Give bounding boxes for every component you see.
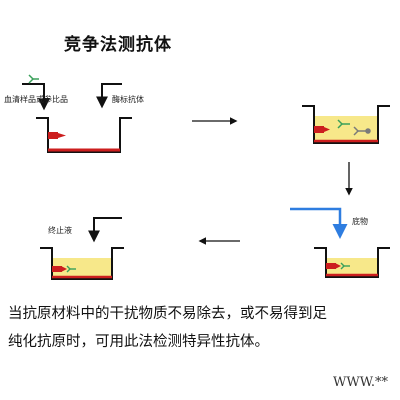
- caption-text: 当抗原材料中的干扰物质不易除去，或不易得到足 纯化抗原时，可用此法检测特异性抗体…: [8, 300, 400, 356]
- antibody-icon: [28, 74, 39, 84]
- antibody-icon: [340, 262, 350, 270]
- well-step1: [36, 117, 132, 153]
- arrow-substrate: [290, 207, 348, 239]
- arrow-stop-solution: [88, 217, 122, 243]
- label-enzyme-antibody: 酶标抗体: [112, 95, 144, 104]
- diagram-title: 竞争法测抗体: [64, 35, 172, 55]
- label-stop-solution: 终止液: [48, 226, 72, 235]
- caption-line-2: 纯化抗原时，可用此法检测特异性抗体。: [8, 334, 269, 350]
- well-step3: [314, 247, 390, 278]
- watermark: WWW.**: [333, 375, 388, 390]
- well-step2: [302, 105, 390, 144]
- enzyme-antibody-icon: [353, 126, 371, 136]
- label-sample-reference: 血清样品或参比品: [4, 95, 68, 104]
- label-substrate: 底物: [352, 217, 368, 226]
- arrow-enzyme-antibody: [96, 83, 122, 109]
- antibody-icon: [337, 119, 350, 129]
- well-step4: [40, 247, 124, 280]
- arrow-sample-input: [22, 74, 50, 111]
- coated-antigen: [48, 132, 58, 139]
- antibody-icon: [66, 265, 76, 273]
- caption-line-1: 当抗原材料中的干扰物质不易除去，或不易得到足: [8, 306, 327, 322]
